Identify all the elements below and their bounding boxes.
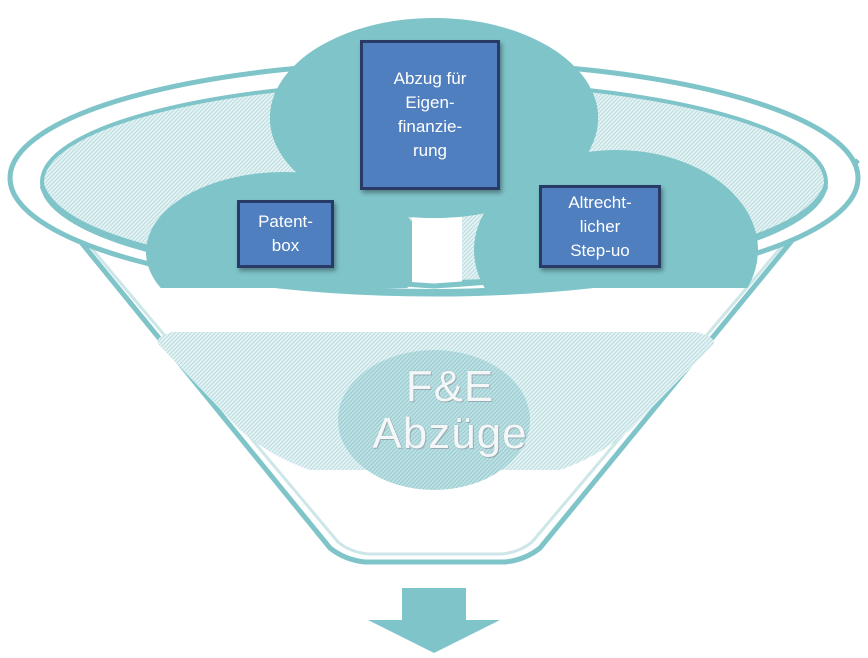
funnel-center-circle <box>338 350 530 490</box>
funnel-front-lip <box>39 185 829 289</box>
step-line: licher <box>579 216 621 236</box>
patent-box-node: Patent- box <box>237 200 334 268</box>
funnel-label-line1: F&E <box>405 362 495 411</box>
down-arrow-icon <box>368 588 500 653</box>
step-line: Step-uo <box>570 240 630 260</box>
funnel-label-line2: Abzüge <box>372 409 528 458</box>
patent-box-line: box <box>271 236 300 255</box>
step-line: Altrecht- <box>568 192 632 212</box>
abzug-line: Abzug für <box>393 69 467 88</box>
abzug-line: Eigen- <box>405 93 455 112</box>
abzug-line: finanzie- <box>397 117 463 136</box>
abzug-line: rung <box>412 141 448 160</box>
patent-box-line: Patent- <box>258 212 313 231</box>
altrechtlicher-step-up-node: Altrecht- licher Step-uo <box>539 185 661 268</box>
abzug-eigenfinanzierung-node: Abzug für Eigen- finanzie- rung <box>360 40 500 190</box>
